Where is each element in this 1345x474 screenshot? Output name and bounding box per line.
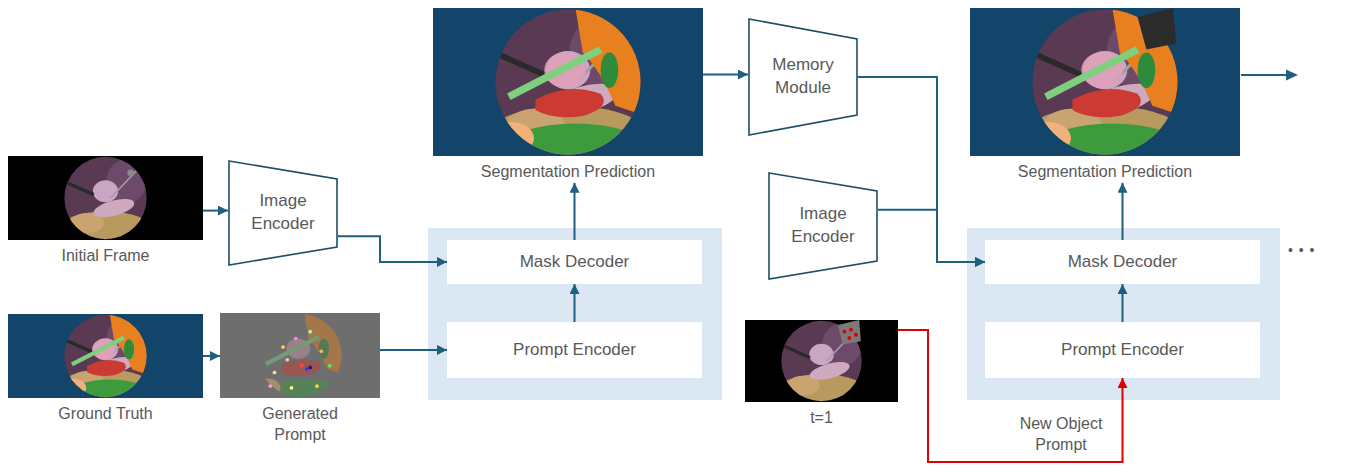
frame-image bbox=[776, 320, 868, 410]
image-area bbox=[970, 8, 1240, 156]
connector-arrow bbox=[1122, 183, 1124, 240]
trapezoid-outline bbox=[748, 18, 858, 136]
image-area bbox=[8, 156, 203, 240]
process-box: Prompt Encoder bbox=[447, 322, 702, 378]
edge-label: New Object Prompt bbox=[1015, 414, 1107, 456]
frame-image bbox=[58, 156, 152, 248]
image-caption: Generated Prompt bbox=[250, 398, 350, 446]
trapezoid-outline bbox=[768, 172, 878, 280]
image-panel: t=1 bbox=[745, 320, 898, 429]
connector-arrow bbox=[380, 349, 447, 351]
prediction-mask bbox=[1027, 8, 1181, 168]
image-panel: Generated Prompt bbox=[220, 313, 380, 446]
image-caption: Initial Frame bbox=[8, 240, 203, 267]
arrow-head bbox=[1286, 70, 1298, 81]
output-arrow bbox=[1241, 74, 1288, 76]
image-panel: Initial Frame bbox=[8, 156, 203, 267]
new-instrument bbox=[838, 320, 861, 345]
prompt-points bbox=[268, 330, 331, 390]
prediction-image bbox=[485, 8, 651, 171]
image-caption: Ground Truth bbox=[8, 398, 203, 425]
trapezoid-outline bbox=[228, 160, 338, 266]
image-caption: t=1 bbox=[745, 402, 898, 429]
process-box: Prompt Encoder bbox=[985, 322, 1260, 378]
trapezoid-shape bbox=[749, 19, 857, 135]
process-box: Mask Decoder bbox=[447, 240, 702, 284]
new-segment bbox=[1138, 8, 1176, 49]
process-box: Mask Decoder bbox=[985, 240, 1260, 284]
image-area bbox=[220, 313, 380, 398]
connector-arrow bbox=[338, 236, 447, 262]
connector-arrow bbox=[703, 74, 748, 76]
image-panel: Segmentation Prediction bbox=[433, 8, 703, 183]
node-label: Image Encoder bbox=[243, 190, 323, 236]
prediction-image bbox=[1022, 8, 1188, 171]
connector-arrow bbox=[203, 355, 220, 357]
image-caption: Segmentation Prediction bbox=[970, 156, 1240, 183]
node-label: Mask Decoder bbox=[520, 252, 630, 272]
ground-truth-mask bbox=[61, 314, 148, 405]
decoder-band bbox=[967, 228, 1280, 400]
continuation-mark: • • • bbox=[1288, 241, 1315, 259]
node-label: Memory Module bbox=[763, 54, 843, 100]
image-area bbox=[745, 320, 898, 402]
node-label: Mask Decoder bbox=[1068, 252, 1178, 272]
connector-arrow bbox=[878, 210, 985, 262]
image-area bbox=[8, 314, 203, 398]
memory-trapezoid: Memory Module bbox=[748, 18, 858, 136]
image-panel: Ground Truth bbox=[8, 314, 203, 425]
trapezoid-shape bbox=[769, 173, 877, 279]
prediction-mask bbox=[490, 8, 644, 168]
connector-arrow bbox=[203, 210, 228, 212]
encoder-trapezoid: Image Encoder bbox=[228, 160, 338, 266]
node-label: Prompt Encoder bbox=[1061, 340, 1184, 360]
trapezoid-shape bbox=[229, 161, 337, 265]
node-label: Image Encoder bbox=[783, 203, 863, 249]
connector-arrow bbox=[574, 183, 576, 240]
encoder-trapezoid: Image Encoder bbox=[768, 172, 878, 280]
image-caption: Segmentation Prediction bbox=[433, 156, 703, 183]
prompt-mask bbox=[255, 313, 343, 405]
node-label: Prompt Encoder bbox=[513, 340, 636, 360]
image-panel: Segmentation Prediction bbox=[970, 8, 1240, 183]
connector-arrow bbox=[1122, 284, 1124, 322]
connector-arrow bbox=[574, 284, 576, 322]
decoder-band bbox=[428, 228, 722, 400]
ground-truth-image bbox=[58, 314, 152, 406]
image-area bbox=[433, 8, 703, 156]
